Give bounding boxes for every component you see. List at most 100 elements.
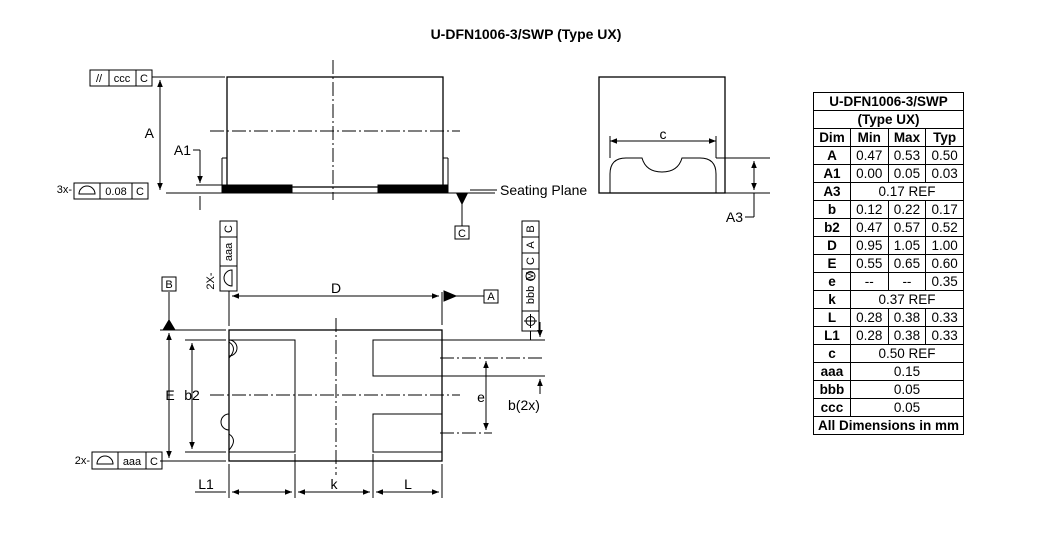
table-cell-max: 0.53 xyxy=(887,146,927,165)
table-cell-dim: L1 xyxy=(813,326,851,345)
table-cell-span: 0.17 REF xyxy=(849,182,965,201)
table-cell-max: 0.05 xyxy=(887,164,927,183)
table-cell-max: -- xyxy=(887,272,927,291)
table-cell-span: 0.37 REF xyxy=(849,290,965,309)
table-cell-typ: 0.33 xyxy=(925,308,965,327)
table-cell-max: 0.38 xyxy=(887,326,927,345)
table-cell-typ: 0.50 xyxy=(925,146,965,165)
table-cell-min: 0.95 xyxy=(849,236,889,255)
label-E: E xyxy=(165,387,174,403)
table-cell-dim: ccc xyxy=(813,398,851,417)
table-cell-typ: 0.60 xyxy=(925,254,965,273)
frame-ccc xyxy=(89,69,153,87)
table-cell-span: 0.15 xyxy=(849,362,965,381)
label-b2: b2 xyxy=(184,387,200,403)
table-cell-min: 0.47 xyxy=(849,218,889,237)
side-view xyxy=(152,60,497,240)
table-footer: All Dimensions in mm xyxy=(812,416,965,435)
label-b-2x: b(2x) xyxy=(508,397,540,413)
frame-aaa-top xyxy=(219,220,238,326)
label-k: k xyxy=(331,476,339,492)
frame-bbb-tol: bbb xyxy=(525,286,537,304)
frame-flat-tol: 0.08 xyxy=(105,186,126,198)
table-cell-dim: c xyxy=(813,344,851,363)
frame-aaa-left-datum: C xyxy=(150,456,158,468)
datum-A: A xyxy=(487,291,495,303)
datum-B: B xyxy=(165,279,172,291)
side-lead-left xyxy=(221,184,293,194)
table-cell-typ: 0.35 xyxy=(925,272,965,291)
frame-aaa-top-tol: aaa xyxy=(223,242,235,261)
table-cell-span: 0.50 REF xyxy=(849,344,965,363)
table-cell-dim: L xyxy=(813,308,851,327)
table-cell-max: 0.38 xyxy=(887,308,927,327)
table-cell-span: 0.05 xyxy=(849,380,965,399)
col-max: Max xyxy=(887,128,927,147)
frame-bbb-d2: A xyxy=(525,241,537,249)
label-L1: L1 xyxy=(198,476,214,492)
frame-bbb xyxy=(521,220,540,340)
col-min: Min xyxy=(849,128,889,147)
table-cell-span: 0.05 xyxy=(849,398,965,417)
side-body xyxy=(226,76,444,188)
frame-aaa-top-datum: C xyxy=(223,225,235,233)
profile-line-icon xyxy=(96,455,114,465)
table-cell-max: 1.05 xyxy=(887,236,927,255)
drawing-title: U-DFN1006-3/SWP (Type UX) xyxy=(431,26,622,42)
frame-profile xyxy=(73,182,149,200)
table-cell-dim: k xyxy=(813,290,851,309)
table-row: e----0.35 xyxy=(813,272,965,291)
frame-aaa-left xyxy=(91,451,226,470)
table-cell-typ: 0.52 xyxy=(925,218,965,237)
table-cell-dim: e xyxy=(813,272,851,291)
table-column-row: Dim Min Max Typ xyxy=(813,128,965,147)
datum-C: C xyxy=(458,228,466,240)
bottom-view xyxy=(160,276,545,498)
col-typ: Typ xyxy=(925,128,965,147)
frame-flat-datum: C xyxy=(136,186,144,198)
table-cell-max: 0.65 xyxy=(887,254,927,273)
table-cell-min: 0.12 xyxy=(849,200,889,219)
table-cell-dim: E xyxy=(813,254,851,273)
table-cell-dim: A1 xyxy=(813,164,851,183)
label-c: c xyxy=(660,126,667,142)
label-A3: A3 xyxy=(726,209,743,225)
table-cell-dim: b xyxy=(813,200,851,219)
end-view xyxy=(598,76,770,218)
table-subheader: (Type UX) xyxy=(812,110,965,129)
prefix-2X: 2X- xyxy=(205,272,217,289)
prefix-3x: 3x- xyxy=(57,184,73,196)
table-cell-min: 0.00 xyxy=(849,164,889,183)
frame-ccc-datum: C xyxy=(140,73,148,85)
table-cell-dim: A3 xyxy=(813,182,851,201)
label-e: e xyxy=(477,389,485,405)
table-cell-min: 0.55 xyxy=(849,254,889,273)
table-cell-min: -- xyxy=(849,272,889,291)
prefix-2x: 2x- xyxy=(75,455,91,467)
table-header: U-DFN1006-3/SWP xyxy=(812,92,965,111)
table-cell-min: 0.28 xyxy=(849,326,889,345)
label-D: D xyxy=(331,280,341,296)
table-cell-min: 0.28 xyxy=(849,308,889,327)
side-lead-right xyxy=(377,184,449,194)
frame-ccc-tol: ccc xyxy=(114,73,131,85)
table-cell-typ: 0.03 xyxy=(925,164,965,183)
table-cell-max: 0.22 xyxy=(887,200,927,219)
table-cell-dim: bbb xyxy=(813,380,851,399)
table-cell-typ: 1.00 xyxy=(925,236,965,255)
label-A1: A1 xyxy=(174,142,191,158)
label-L: L xyxy=(404,476,412,492)
